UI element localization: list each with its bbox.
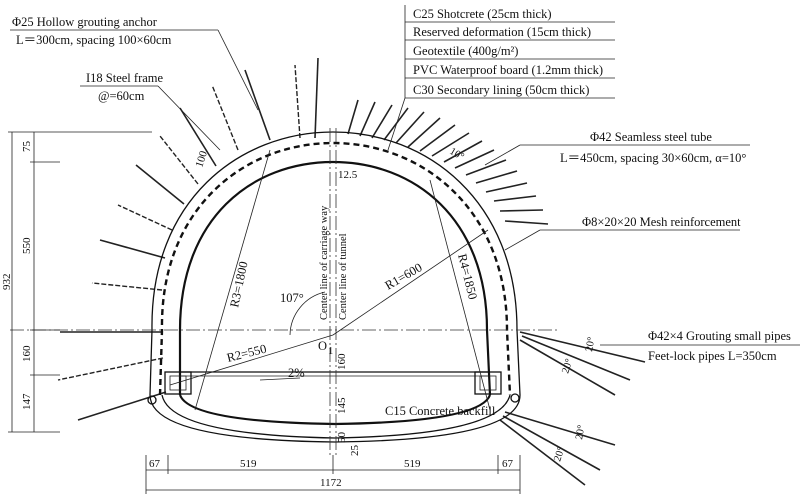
dim-160: 160 <box>21 345 33 362</box>
feet-lock-label: Feet-lock pipes L=350cm <box>648 349 777 363</box>
center-carriage-label: Center line of carriage way <box>319 205 330 320</box>
dim-25: 25 <box>349 445 361 457</box>
dim-75: 75 <box>21 141 33 153</box>
crown-anchor-bolts <box>57 57 319 421</box>
dim-519-right: 519 <box>404 458 421 470</box>
seamless-tube-spec: L＝450cm, spacing 30×60cm, α=10° <box>560 151 746 165</box>
leader-lines <box>10 5 800 346</box>
bottom-dimension-lines <box>145 455 521 494</box>
secondary-lining-label: C30 Secondary lining (50cm thick) <box>413 83 589 97</box>
dim-145: 145 <box>336 397 348 414</box>
dim-160-center: 160 <box>336 353 348 370</box>
steel-frame-spacing: @=60cm <box>98 89 145 103</box>
tunnel-lining <box>147 131 521 443</box>
construction-lines <box>10 128 560 455</box>
dim-67-right: 67 <box>502 458 514 470</box>
angle-20c: 20° <box>574 424 587 440</box>
hollow-anchor-label: Φ25 Hollow grouting anchor <box>12 15 158 29</box>
hollow-anchor-spec: L＝300cm, spacing 100×60cm <box>16 33 172 47</box>
angle-20b: 20° <box>560 358 575 375</box>
reserved-deformation-label: Reserved deformation (15cm thick) <box>413 25 591 39</box>
dim-932: 932 <box>1 274 13 291</box>
slope-label: 2% <box>288 366 305 380</box>
dim-147: 147 <box>21 393 33 410</box>
dim-50: 50 <box>336 432 348 444</box>
angle-10: 10° <box>448 146 466 163</box>
pvc-board-label: PVC Waterproof board (1.2mm thick) <box>413 63 603 77</box>
grouting-pipes-label: Φ42×4 Grouting small pipes <box>648 329 791 343</box>
dim-550: 550 <box>21 237 33 254</box>
left-dimension-lines <box>8 131 152 433</box>
origin-subscript: 1 <box>328 346 333 357</box>
dim-1172: 1172 <box>320 477 342 489</box>
dim-100: 100 <box>193 149 210 169</box>
origin-label: O <box>318 339 327 353</box>
shotcrete-label: C25 Shotcrete (25cm thick) <box>413 7 552 21</box>
backfill-label: C15 Concrete backfill <box>385 404 496 418</box>
seamless-steel-tubes <box>347 99 549 225</box>
dim-67-left: 67 <box>149 458 161 470</box>
mesh-label: Φ8×20×20 Mesh reinforcement <box>582 215 741 229</box>
steel-frame-label: I18 Steel frame <box>86 71 164 85</box>
dim-519-left: 519 <box>240 458 257 470</box>
center-tunnel-label: Center line of tunnel <box>338 233 349 320</box>
angle-20d: 20° <box>552 446 567 463</box>
angle-107: 107° <box>280 291 304 305</box>
grouting-small-pipes <box>499 331 646 486</box>
angle-20a: 20° <box>584 336 597 352</box>
dim-12-5: 12.5 <box>338 169 358 181</box>
r1-label: R1=600 <box>383 260 425 292</box>
r3-label: R3=1800 <box>227 260 250 309</box>
seamless-tube-label: Φ42 Seamless steel tube <box>590 130 712 144</box>
geotextile-label: Geotextile (400g/m²) <box>413 44 518 58</box>
